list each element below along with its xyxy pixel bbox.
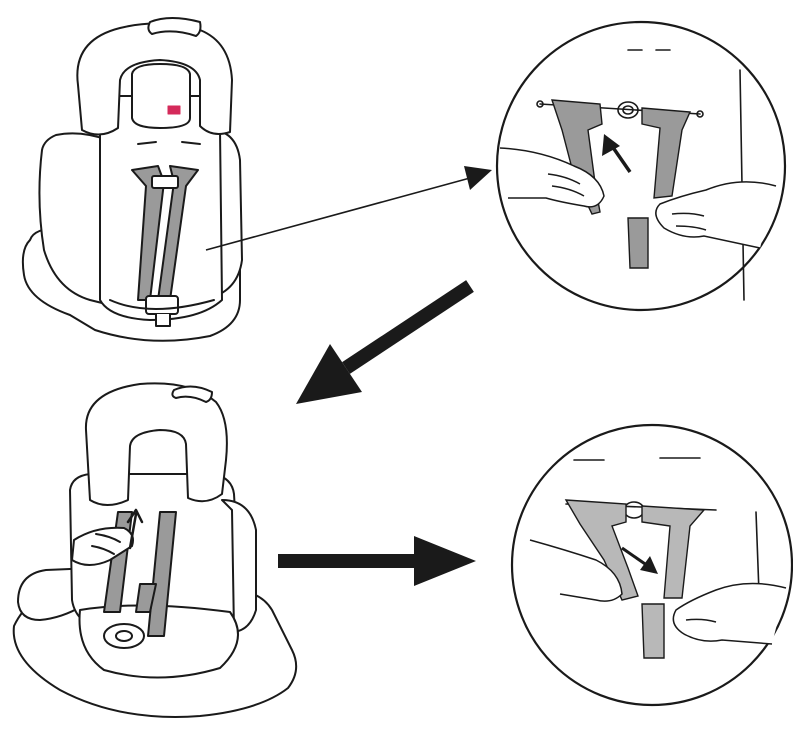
shoulder-slot-right — [181, 141, 201, 145]
seat-edge-line-b — [573, 457, 701, 461]
booster-headrest-handle — [171, 385, 213, 403]
booster-strap-end — [135, 583, 157, 613]
arrow-down-left — [296, 280, 474, 404]
ring-clip-inner — [622, 105, 634, 115]
slide-arrow — [621, 546, 658, 574]
booster-headrest — [84, 382, 228, 506]
bar-end-right — [696, 110, 704, 118]
right-hand-b — [672, 582, 787, 645]
crotch-strap — [155, 313, 171, 327]
bar-end-left — [536, 100, 544, 108]
strap-right-detail-b — [641, 505, 706, 599]
hands-bottom-detail — [529, 539, 787, 645]
strap-lower-detail-b — [641, 603, 665, 659]
detail-pull-strap-up — [495, 20, 787, 312]
head-cushion — [131, 63, 191, 129]
pull-up-arrow — [602, 134, 632, 173]
right-hand — [655, 181, 777, 249]
chest-clip — [151, 175, 179, 189]
seat-headrest — [76, 22, 233, 136]
height-indicator — [167, 105, 181, 115]
strap-lower-detail — [627, 217, 649, 269]
detail-remove-strap — [510, 423, 793, 707]
hands-top-detail — [499, 147, 777, 249]
seat-seam — [109, 299, 215, 310]
arrow-right — [278, 536, 476, 586]
leader-line — [205, 166, 492, 251]
left-hand-b — [529, 539, 623, 602]
headrest-handle — [147, 17, 202, 37]
seat-harness-removed-view — [12, 382, 298, 718]
ring-clip — [617, 101, 639, 119]
shoulder-slot-left — [137, 141, 157, 145]
harness-buckle — [145, 295, 179, 315]
seat-harness-view — [21, 17, 243, 342]
strap-right-detail — [641, 107, 692, 199]
seat-left-wing — [38, 132, 111, 306]
strap-left-detail-b — [564, 499, 639, 601]
leader-arrowhead — [464, 166, 492, 190]
booster-up-arrow — [126, 508, 144, 550]
booster-hand-fingers — [91, 533, 121, 555]
booster-buckle-inner — [115, 630, 133, 642]
